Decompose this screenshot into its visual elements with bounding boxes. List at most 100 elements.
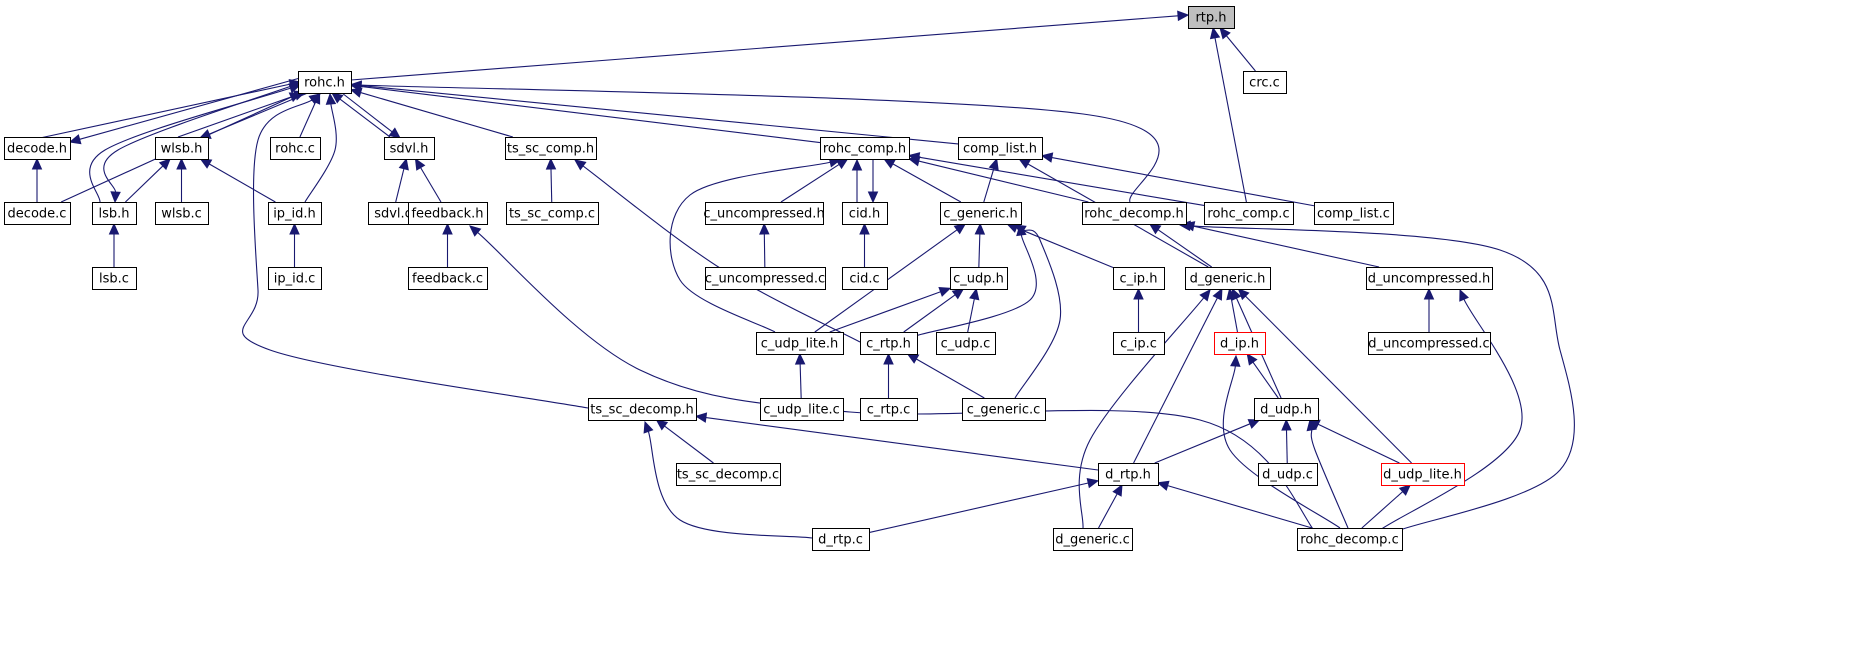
node-c-udp-lite-h[interactable]: c_udp_lite.h xyxy=(756,332,844,355)
edge-line xyxy=(983,168,995,203)
arrowhead-icon xyxy=(1086,477,1100,489)
node-box xyxy=(384,137,435,160)
edge-line xyxy=(1016,227,1114,269)
node-ts-sc-comp-c[interactable]: ts_sc_comp.c xyxy=(506,202,599,225)
node-d-udp-lite-h[interactable]: d_udp_lite.h xyxy=(1381,463,1465,486)
node-box xyxy=(4,202,71,225)
node-d-udp-h[interactable]: d_udp.h xyxy=(1254,398,1319,421)
arrowhead-icon xyxy=(938,286,952,297)
edge-c_rtp_h-to-ts_sc_comp_h xyxy=(574,159,861,343)
node-d-rtp-h[interactable]: d_rtp.h xyxy=(1098,463,1159,486)
edge-rohc_decomp_c-to-d_rtp_h xyxy=(1156,480,1313,529)
node-c-generic-c[interactable]: c_generic.c xyxy=(962,398,1046,421)
node-rtp-h[interactable]: rtp.h xyxy=(1188,6,1235,29)
node-sdvl-c[interactable]: sdvl.c xyxy=(368,202,419,225)
node-label: d_uncompressed.c xyxy=(1368,337,1489,352)
node-d-ip-h[interactable]: d_ip.h xyxy=(1214,332,1266,355)
node-ip-id-h[interactable]: ip_id.h xyxy=(268,202,322,225)
node-comp-list-c[interactable]: comp_list.c xyxy=(1314,202,1394,225)
node-label: cid.h xyxy=(849,207,880,222)
node-feedback-c[interactable]: feedback.c xyxy=(408,267,488,290)
node-ts-sc-comp-h[interactable]: ts_sc_comp.h xyxy=(505,137,597,160)
node-box xyxy=(155,202,209,225)
node-crc-c[interactable]: crc.c xyxy=(1243,71,1287,94)
node-d-uncompressed-h[interactable]: d_uncompressed.h xyxy=(1366,267,1493,290)
node-c-uncompressed-c[interactable]: c_uncompressed.c xyxy=(705,267,826,290)
edge-line xyxy=(395,168,405,203)
node-d-generic-c[interactable]: d_generic.c xyxy=(1053,528,1133,551)
node-c-rtp-h[interactable]: c_rtp.h xyxy=(860,332,918,355)
edge-d_generic_c-to-d_generic_h xyxy=(1078,289,1211,529)
node-d-uncompressed-c[interactable]: d_uncompressed.c xyxy=(1368,332,1491,355)
node-label: rohc_decomp.c xyxy=(1300,533,1398,548)
node-label: c_udp_lite.h xyxy=(761,337,839,352)
edge-comp_list_h-to-rohc_h xyxy=(349,80,959,145)
arrowhead-icon xyxy=(545,157,557,170)
node-lsb-h[interactable]: lsb.h xyxy=(92,202,137,225)
node-decode-h[interactable]: decode.h xyxy=(4,137,71,160)
node-d-udp-c[interactable]: d_udp.c xyxy=(1258,463,1318,486)
node-d-generic-h[interactable]: d_generic.h xyxy=(1185,267,1271,290)
arrowhead-icon xyxy=(1230,354,1241,367)
node-c-rtp-c[interactable]: c_rtp.c xyxy=(860,398,918,421)
node-label: c_rtp.c xyxy=(867,403,911,418)
node-box xyxy=(860,332,918,355)
node-c-udp-lite-c[interactable]: c_udp_lite.c xyxy=(760,398,844,421)
edge-d_udp_lite_h-to-d_udp_h xyxy=(1307,419,1400,464)
edge-line xyxy=(1230,298,1239,333)
edge-c_udp_lite_h-to-c_udp_h xyxy=(829,286,952,333)
node-rohc-decomp-h[interactable]: rohc_decomp.h xyxy=(1082,202,1187,225)
node-rohc-h[interactable]: rohc.h xyxy=(298,71,352,94)
edge-line xyxy=(669,161,831,333)
node-rohc-comp-c[interactable]: rohc_comp.c xyxy=(1204,202,1294,225)
node-label: ts_sc_comp.h xyxy=(507,142,594,157)
edge-wlsb_h-to-rohc_h xyxy=(177,90,307,138)
edge-line xyxy=(1225,35,1256,72)
node-c-generic-h[interactable]: c_generic.h xyxy=(940,202,1022,225)
edge-rohc_decomp_c-to-d_ip_h xyxy=(1222,354,1341,529)
arrowhead-icon xyxy=(331,92,344,104)
node-comp-list-h[interactable]: comp_list.h xyxy=(958,137,1043,160)
node-wlsb-c[interactable]: wlsb.c xyxy=(155,202,209,225)
node-lsb-c[interactable]: lsb.c xyxy=(92,267,137,290)
node-ip-id-c[interactable]: ip_id.c xyxy=(268,267,322,290)
edge-c_rtp_h-to-c_udp_h xyxy=(903,288,965,333)
node-c-udp-c[interactable]: c_udp.c xyxy=(936,332,996,355)
node-cid-c[interactable]: cid.c xyxy=(842,267,888,290)
node-label: crc.c xyxy=(1249,76,1280,91)
node-c-ip-h[interactable]: c_ip.h xyxy=(1113,267,1165,290)
node-label: rohc_comp.c xyxy=(1207,207,1289,222)
node-box xyxy=(92,267,137,290)
node-ts-sc-decomp-h[interactable]: ts_sc_decomp.h xyxy=(588,398,697,421)
node-label: c_udp.c xyxy=(941,337,991,352)
node-label: ts_sc_decomp.h xyxy=(590,403,693,418)
node-c-ip-c[interactable]: c_ip.c xyxy=(1113,332,1165,355)
node-c-uncompressed-h[interactable]: c_uncompressed.h xyxy=(703,202,825,225)
edge-line xyxy=(103,82,301,193)
node-sdvl-h[interactable]: sdvl.h xyxy=(384,137,435,160)
node-ts-sc-decomp-c[interactable]: ts_sc_decomp.c xyxy=(676,463,781,486)
node-rohc-comp-h[interactable]: rohc_comp.h xyxy=(820,137,910,160)
node-label: lsb.h xyxy=(98,207,129,222)
node-box xyxy=(92,202,137,225)
node-c-udp-h[interactable]: c_udp.h xyxy=(950,267,1008,290)
node-label: rohc.h xyxy=(304,76,345,91)
node-rohc-decomp-c[interactable]: rohc_decomp.c xyxy=(1297,528,1403,551)
edge-line xyxy=(903,294,956,333)
node-rohc-c[interactable]: rohc.c xyxy=(270,137,321,160)
node-decode-c[interactable]: decode.c xyxy=(4,202,71,225)
node-box xyxy=(1368,332,1491,355)
node-cid-h[interactable]: cid.h xyxy=(842,202,888,225)
node-label: d_ip.h xyxy=(1220,337,1259,352)
arrowhead-icon xyxy=(867,191,879,204)
nodes-layer: rtp.h crc.c rohc.h decode.h wlsb.h rohc.c sdvl… xyxy=(4,6,1493,551)
node-feedback-h[interactable]: feedback.h xyxy=(408,202,488,225)
edge-line xyxy=(360,85,959,145)
node-d-rtp-c[interactable]: d_rtp.c xyxy=(812,528,870,551)
arrowhead-icon xyxy=(325,92,337,105)
node-box xyxy=(4,137,71,160)
edge-lsb_h-to-wlsb_h xyxy=(125,158,171,203)
node-box xyxy=(958,137,1043,160)
edge-feedback_h-to-sdvl_h xyxy=(414,157,442,203)
node-wlsb-h[interactable]: wlsb.h xyxy=(155,137,209,160)
